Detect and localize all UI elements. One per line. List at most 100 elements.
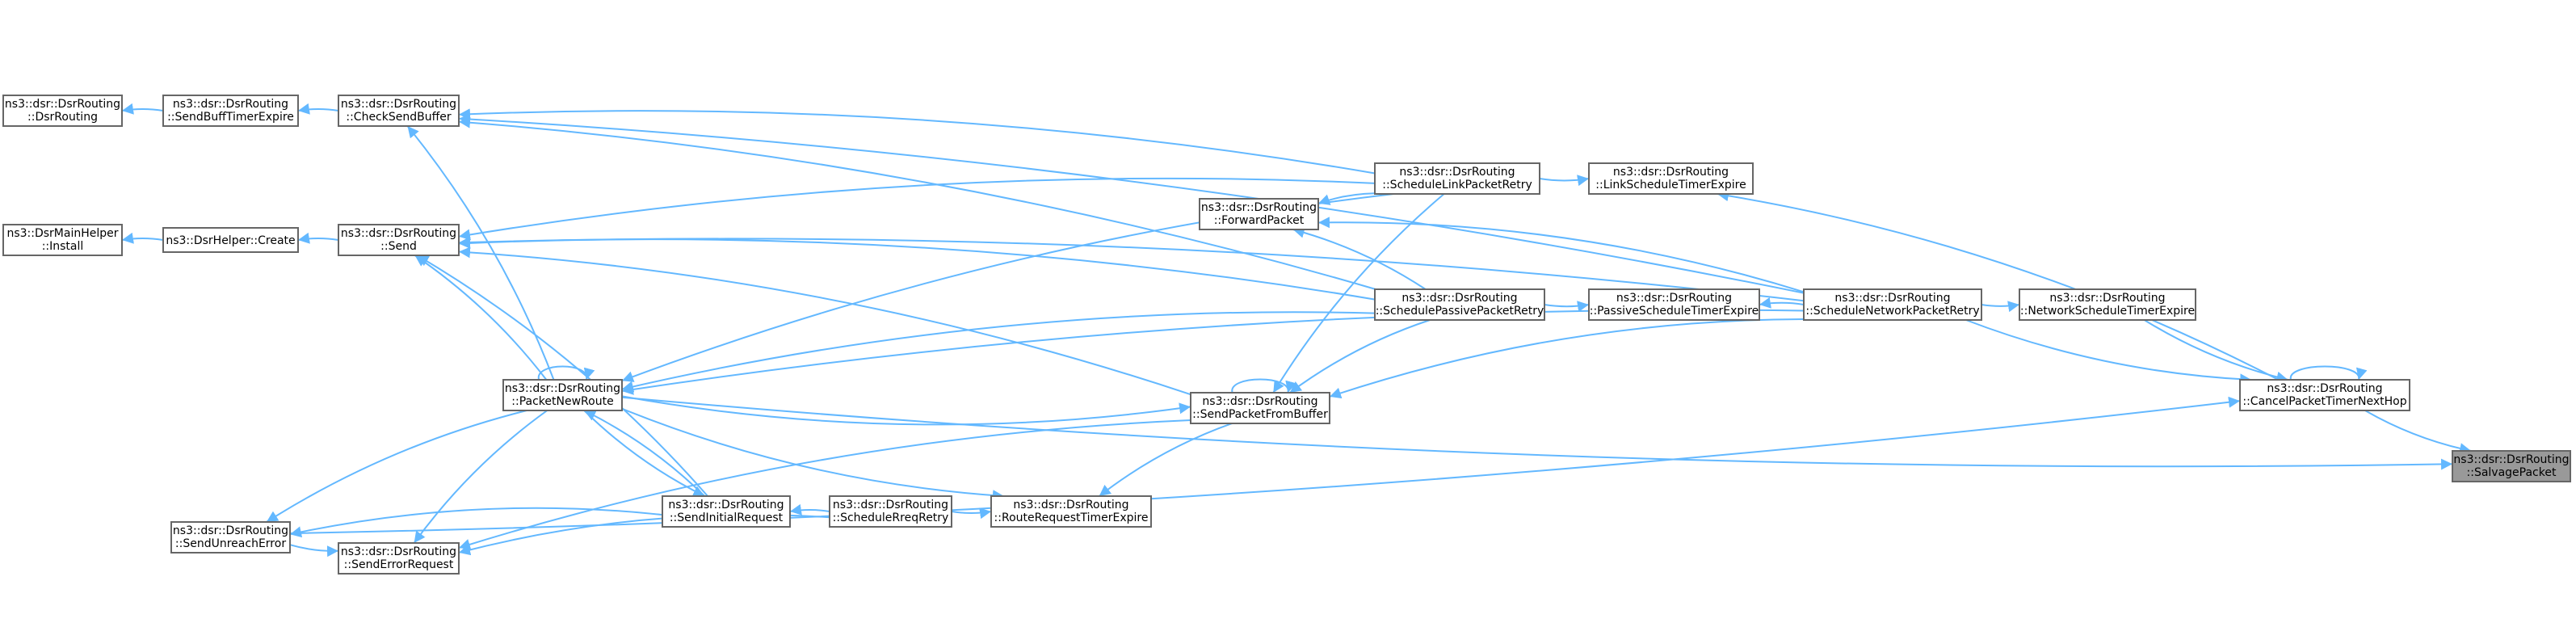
- call-edge: [289, 396, 2241, 534]
- call-edge: [2144, 319, 2288, 383]
- node-passive-schedule-timer-expire[interactable]: ns3::dsr::DsrRouting ::PassiveScheduleTi…: [1588, 288, 1760, 321]
- call-edge: [1965, 319, 2252, 385]
- node-line-1: ns3::dsr::DsrRouting: [1834, 292, 1950, 305]
- call-edge: [289, 544, 339, 558]
- call-edge: [458, 236, 1805, 302]
- call-edge: [297, 103, 339, 115]
- call-edge: [583, 410, 705, 497]
- node-route-request-timer-expire[interactable]: ns3::dsr::DsrRouting ::RouteRequestTimer…: [990, 495, 1152, 528]
- node-packet-new-route[interactable]: ns3::dsr::DsrRouting ::PacketNewRoute: [502, 379, 623, 411]
- node-line-2: ::ForwardPacket: [1214, 214, 1305, 227]
- node-line-1: ns3::DsrHelper::Create: [166, 234, 295, 247]
- node-line-2: ::SendUnreachError: [175, 537, 286, 550]
- node-line-1: ns3::dsr::DsrRouting: [1201, 201, 1317, 214]
- call-edge: [621, 309, 1805, 395]
- node-line-2: ::SendInitialRequest: [670, 511, 784, 524]
- node-line-2: ::SendErrorRequest: [344, 558, 454, 571]
- node-line-2: ::Send: [380, 240, 417, 253]
- call-edge: [1539, 175, 1590, 187]
- node-send-initial-request[interactable]: ns3::dsr::DsrRouting ::SendInitialReques…: [662, 495, 791, 528]
- node-network-schedule-timer-expire[interactable]: ns3::dsr::DsrRouting ::NetworkScheduleTi…: [2019, 288, 2196, 321]
- call-edge: [951, 507, 992, 520]
- node-line-2: ::LinkScheduleTimerExpire: [1595, 179, 1746, 192]
- node-schedule-passive-packet-retry[interactable]: ns3::dsr::DsrRouting ::SchedulePassivePa…: [1374, 288, 1545, 321]
- node-line-2: ::SendPacketFromBuffer: [1192, 408, 1328, 421]
- call-edge: [414, 255, 548, 381]
- node-line-2: ::DsrRouting: [27, 111, 98, 124]
- call-edge: [1317, 192, 1376, 205]
- call-edge: [621, 396, 2453, 470]
- call-edge: [1289, 319, 1431, 394]
- node-line-2: ::CancelPacketTimerNextHop: [2242, 395, 2406, 408]
- call-edge: [1272, 193, 1445, 394]
- call-edge: [1231, 378, 1296, 394]
- node-line-1: ns3::dsr::DsrRouting: [2049, 292, 2165, 305]
- node-line-1: ns3::dsr::DsrRouting: [505, 382, 620, 395]
- call-edge: [458, 177, 1376, 241]
- call-edge: [2364, 410, 2472, 454]
- call-edge: [1292, 226, 1427, 290]
- node-dsr-routing-constructor[interactable]: ns3::dsr::DsrRouting ::DsrRouting: [2, 95, 123, 127]
- node-send-unreach-error[interactable]: ns3::dsr::DsrRouting ::SendUnreachError: [170, 521, 291, 554]
- node-send-error-request[interactable]: ns3::dsr::DsrRouting ::SendErrorRequest: [338, 542, 460, 575]
- node-schedule-rreq-retry[interactable]: ns3::dsr::DsrRouting ::ScheduleRreqRetry: [829, 495, 952, 528]
- node-line-1: ns3::dsr::DsrRouting: [1013, 499, 1128, 511]
- node-line-1: ns3::dsr::DsrRouting: [5, 98, 120, 111]
- call-edge: [121, 232, 164, 244]
- node-line-2: ::SalvagePacket: [2467, 466, 2557, 479]
- call-edge: [789, 503, 830, 516]
- node-salvage-packet[interactable]: ns3::dsr::DsrRouting ::SalvagePacket: [2452, 450, 2571, 482]
- function-nodes: ns3::dsr::DsrRouting ::DsrRouting ns3::d…: [2, 95, 2571, 575]
- call-edge: [583, 410, 706, 497]
- call-edge: [413, 410, 548, 544]
- node-line-1: ns3::dsr::DsrRouting: [341, 545, 456, 558]
- call-edge: [458, 246, 1191, 396]
- call-edge: [458, 108, 1376, 175]
- node-line-2: ::SchedulePassivePacketRetry: [1376, 305, 1544, 318]
- node-line-1: ns3::dsr::DsrRouting: [1616, 292, 1732, 305]
- node-forward-packet[interactable]: ns3::dsr::DsrRouting ::ForwardPacket: [1199, 198, 1319, 230]
- call-edges: [121, 103, 2472, 558]
- node-line-1: ns3::dsr::DsrRouting: [668, 499, 784, 511]
- node-send[interactable]: ns3::dsr::DsrRouting ::Send: [338, 224, 460, 256]
- node-line-1: ns3::dsr::DsrRouting: [341, 98, 456, 111]
- node-check-send-buffer[interactable]: ns3::dsr::DsrRouting ::CheckSendBuffer: [338, 95, 460, 127]
- node-schedule-network-packet-retry[interactable]: ns3::dsr::DsrRouting ::ScheduleNetworkPa…: [1803, 288, 1982, 321]
- call-edge: [1099, 423, 1233, 497]
- node-line-1: ns3::dsr::DsrRouting: [1613, 166, 1729, 179]
- call-edge: [458, 237, 1376, 301]
- node-line-2: ::Install: [42, 240, 84, 253]
- call-edge: [1329, 318, 1805, 399]
- call-edge: [266, 410, 527, 523]
- call-edge: [289, 507, 663, 538]
- node-line-2: ::ScheduleLinkPacketRetry: [1382, 179, 1532, 192]
- node-dsr-main-helper-install[interactable]: ns3::DsrMainHelper ::Install: [2, 224, 123, 256]
- node-line-2: ::ScheduleRreqRetry: [833, 511, 949, 524]
- call-edge: [621, 407, 1004, 502]
- call-edge: [621, 311, 1376, 393]
- node-line-2: ::CheckSendBuffer: [346, 111, 451, 124]
- node-line-2: ::PacketNewRoute: [511, 395, 613, 408]
- call-edge: [621, 395, 1191, 426]
- node-line-2: ::SendBuffTimerExpire: [167, 111, 294, 124]
- node-cancel-packet-timer-next-hop[interactable]: ns3::dsr::DsrRouting ::CancelPacketTimer…: [2239, 379, 2410, 411]
- node-line-2: ::PassiveScheduleTimerExpire: [1590, 305, 1759, 318]
- node-line-2: ::RouteRequestTimerExpire: [994, 511, 1149, 524]
- node-line-1: ns3::dsr::DsrRouting: [1401, 292, 1517, 305]
- call-edge: [1717, 190, 2280, 381]
- call-edge: [1759, 297, 1805, 309]
- node-send-packet-from-buffer[interactable]: ns3::dsr::DsrRouting ::SendPacketFromBuf…: [1190, 392, 1330, 424]
- node-line-1: ns3::dsr::DsrRouting: [173, 524, 288, 537]
- call-edge: [458, 419, 1191, 550]
- call-edge: [416, 255, 708, 497]
- node-link-schedule-timer-expire[interactable]: ns3::dsr::DsrRouting ::LinkScheduleTimer…: [1588, 162, 1754, 195]
- node-line-1: ns3::dsr::DsrRouting: [833, 499, 948, 511]
- node-line-1: ns3::dsr::DsrRouting: [173, 98, 288, 111]
- node-dsr-helper-create[interactable]: ns3::DsrHelper::Create: [162, 227, 299, 253]
- node-line-1: ns3::dsr::DsrRouting: [341, 227, 456, 240]
- call-edge: [1981, 301, 2020, 313]
- call-edge: [121, 103, 164, 115]
- node-line-1: ns3::dsr::DsrRouting: [2453, 453, 2569, 466]
- node-schedule-link-packet-retry[interactable]: ns3::dsr::DsrRouting ::ScheduleLinkPacke…: [1374, 162, 1540, 195]
- node-send-buff-timer-expire[interactable]: ns3::dsr::DsrRouting ::SendBuffTimerExpi…: [162, 95, 299, 127]
